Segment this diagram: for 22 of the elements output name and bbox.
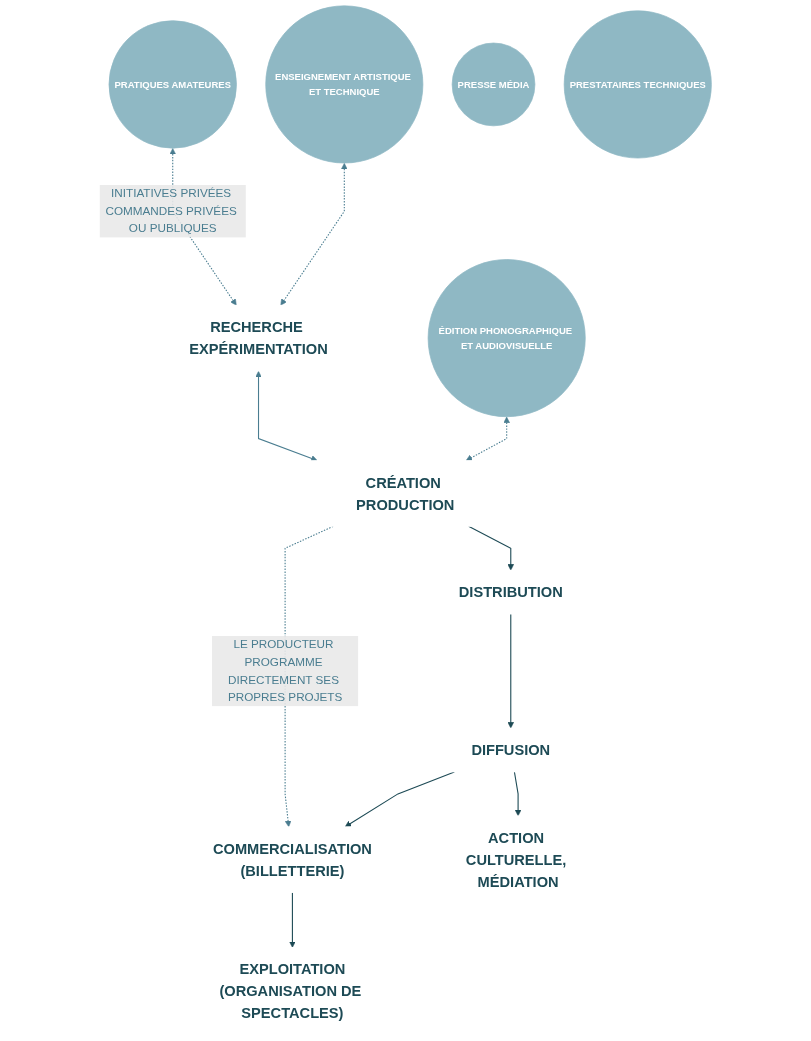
arrow xyxy=(468,525,514,571)
arrow xyxy=(280,163,348,306)
arrow xyxy=(465,416,510,461)
arrow xyxy=(507,613,514,729)
arrow xyxy=(344,771,455,828)
node-circle: PRATIQUES AMATEURES xyxy=(108,20,237,149)
node-circle: ÉDITION PHONOGRAPHIQUE ET AUDIOVISUELLE xyxy=(427,259,586,418)
node-text: CRÉATION PRODUCTION xyxy=(356,474,455,513)
arrow xyxy=(513,771,522,817)
node-circle: PRESTATAIRES TECHNIQUES xyxy=(563,10,712,159)
node-circle: ENSEIGNEMENT ARTISTIQUE ET TECHNIQUE xyxy=(265,5,424,164)
edge-label: INITIATIVES PRIVÉES COMMANDES PRIVÉES OU PUBLIQUES xyxy=(105,187,237,235)
node-text: DIFFUSION xyxy=(471,742,551,759)
arrow xyxy=(255,371,318,462)
node-text: RECHERCHE EXPÉRIMENTATION xyxy=(189,319,328,358)
arrow xyxy=(289,892,296,948)
node-circle: PRESSE MÉDIA xyxy=(451,42,536,127)
node-text: ACTION CULTURELLE, MÉDIATION xyxy=(465,829,567,890)
node-text: EXPLOITATION (ORGANISATION DE SPECTACLES) xyxy=(219,961,362,1022)
node-text: COMMERCIALISATION (BILLETTERIE) xyxy=(212,840,372,879)
edge-label: LE PRODUCTEUR PROGRAMME DIRECTEMENT SES PROPRES PROJETS xyxy=(227,638,343,704)
node-text: DISTRIBUTION xyxy=(458,584,563,601)
